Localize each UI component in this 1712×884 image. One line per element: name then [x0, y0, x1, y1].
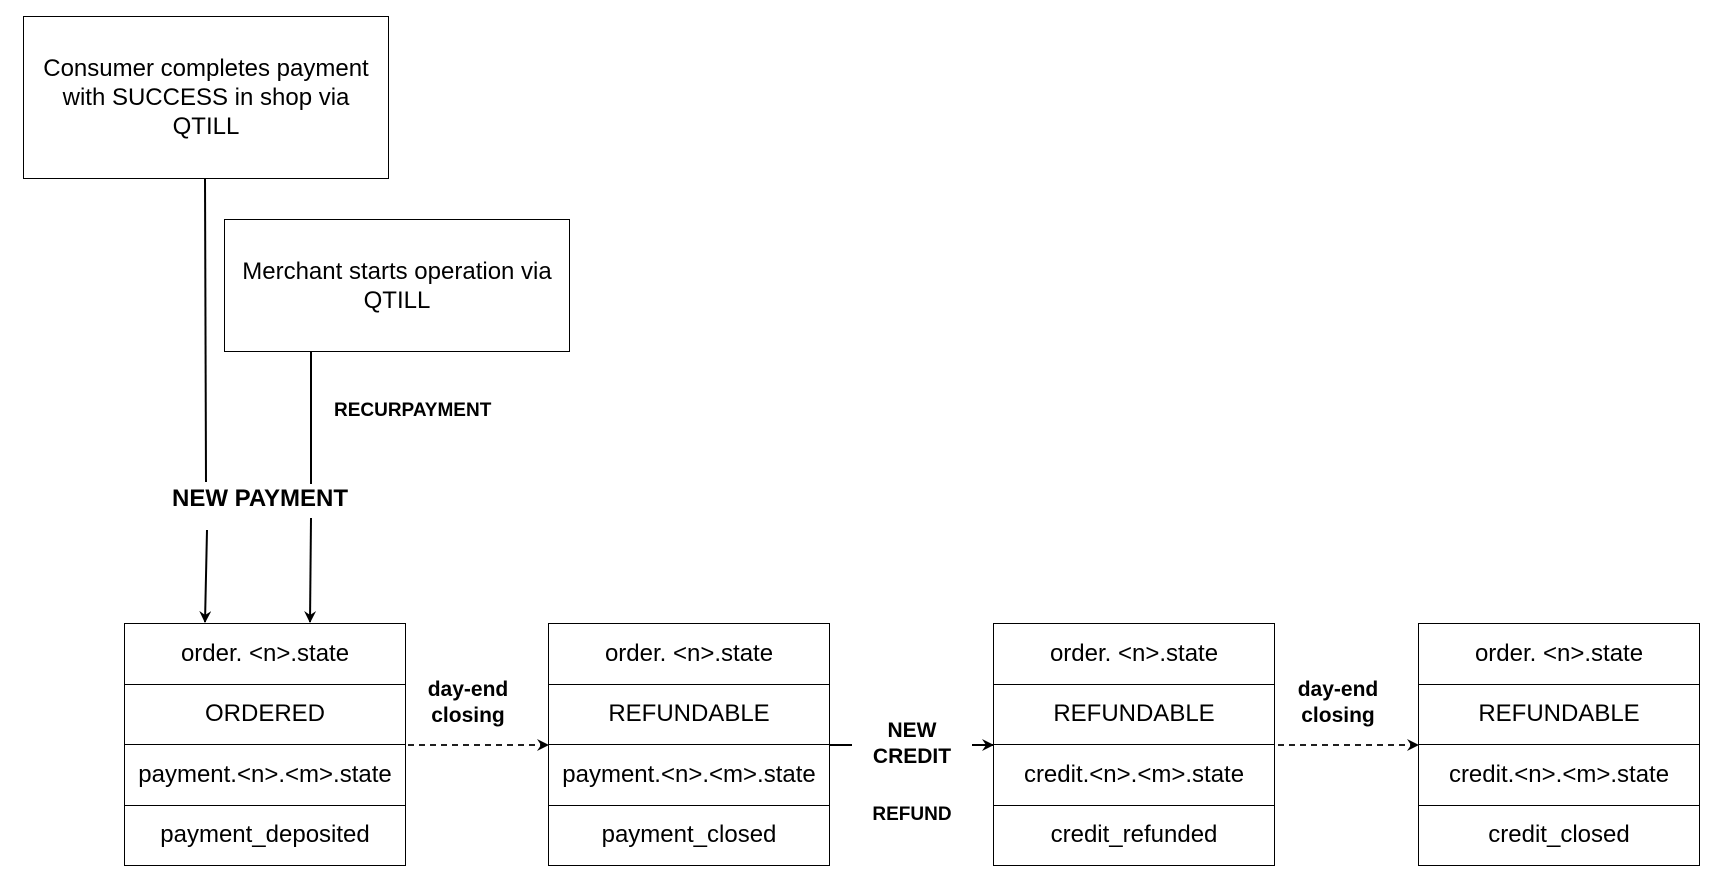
state-payment-closed-row-3: payment.<n>.<m>.state: [549, 744, 829, 805]
state-ordered-row-1: order. <n>.state: [180, 639, 350, 667]
state-credit-refunded-row-1: order. <n>.state: [1049, 639, 1219, 667]
merchant-node-label: Merchant starts operation via QTILL: [242, 257, 552, 314]
merchant-node: Merchant starts operation via QTILL: [224, 219, 570, 352]
connector-merchant-lower: [304, 517, 317, 623]
state-ordered-row-3: payment.<n>.<m>.state: [125, 744, 405, 805]
state-payment-closed-row-4: payment_closed: [549, 804, 829, 866]
connector-consumer-lower: [199, 529, 212, 623]
state-ordered: order. <n>.state ORDERED payment.<n>.<m>…: [124, 623, 406, 866]
state-credit-closed-row-3: credit.<n>.<m>.state: [1419, 744, 1699, 805]
edge-label-new-credit-line-1: NEW: [887, 719, 937, 742]
consumer-node: Consumer completes payment with SUCCESS …: [23, 16, 389, 179]
edge-label-day-end-1-line-2: closing: [431, 704, 505, 727]
state-credit-closed-row-1: order. <n>.state: [1474, 639, 1644, 667]
state-refundable-credit-closed: order. <n>.state REFUNDABLE credit.<n>.<…: [1418, 623, 1700, 866]
edge-label-day-end-2-line-2: closing: [1301, 704, 1375, 727]
edge-label-new-credit: NEW CREDIT: [852, 718, 972, 770]
state-credit-refunded-row-2: REFUNDABLE: [994, 683, 1274, 745]
state-credit-refunded-row-3: credit.<n>.<m>.state: [994, 744, 1274, 805]
state-payment-closed-row-2: REFUNDABLE: [549, 683, 829, 745]
edge-label-day-end-1-line-1: day-end: [427, 678, 509, 701]
connector-consumer-upper: [204, 177, 207, 483]
state-payment-closed-row-1: order. <n>.state: [604, 639, 774, 667]
edge-label-new-payment: NEW PAYMENT: [172, 485, 349, 512]
edge-label-day-end-2-line-1: day-end: [1297, 678, 1379, 701]
state-ordered-row-2: ORDERED: [125, 683, 405, 745]
state-refundable-credit-refunded: order. <n>.state REFUNDABLE credit.<n>.<…: [993, 623, 1275, 866]
state-credit-closed-row-4: credit_closed: [1419, 804, 1699, 866]
state-ordered-row-4: payment_deposited: [125, 804, 405, 866]
state-refundable-payment-closed: order. <n>.state REFUNDABLE payment.<n>.…: [548, 623, 830, 866]
edge-label-day-end-closing-2: day-end closing: [1278, 677, 1398, 729]
state-credit-refunded-row-4: credit_refunded: [994, 804, 1274, 866]
state-credit-closed-row-2: REFUNDABLE: [1419, 683, 1699, 745]
edge-label-refund: REFUND: [872, 804, 952, 825]
edge-label-day-end-closing-1: day-end closing: [408, 677, 528, 729]
edge-label-new-credit-line-2: CREDIT: [872, 745, 952, 768]
consumer-node-label: Consumer completes payment with SUCCESS …: [43, 55, 369, 140]
edge-label-recurpayment: RECURPAYMENT: [334, 400, 492, 421]
